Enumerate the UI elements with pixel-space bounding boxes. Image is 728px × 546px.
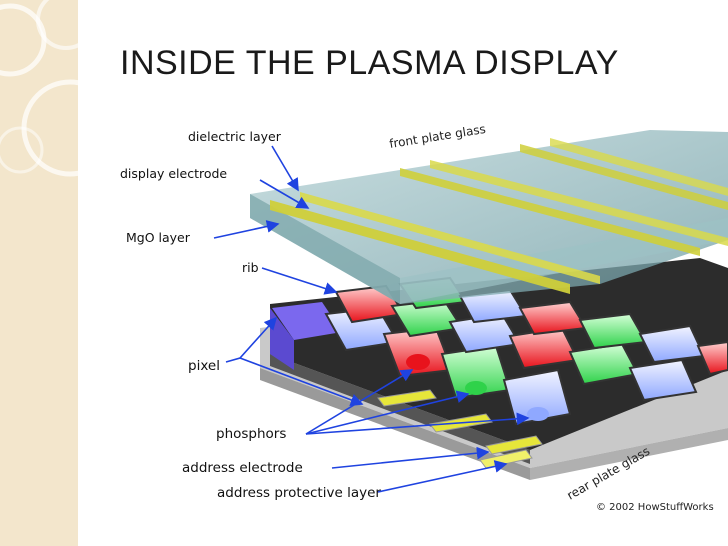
- phosphor-dots: [406, 354, 549, 421]
- address-electrode-label: address electrode: [182, 460, 303, 476]
- display-electrode-label: display electrode: [120, 166, 227, 181]
- plasma-display-diagram: front plate glass rear plate glass diele…: [120, 122, 728, 513]
- arrow-phosphor-blue: [305, 412, 530, 435]
- pixel-label: pixel: [188, 358, 220, 374]
- arrow-address-protective: [377, 460, 508, 493]
- phosphors-label: phosphors: [216, 426, 286, 442]
- address-protective-layer-label: address protective layer: [217, 485, 381, 501]
- display-electrodes: [270, 138, 728, 294]
- sidebar-circles: [0, 0, 78, 177]
- copyright-label: © 2002 HowStuffWorks: [596, 502, 714, 513]
- pixel-cells: [270, 276, 728, 426]
- arrow-dielectric: [271, 145, 299, 192]
- slide-title: INSIDE THE PLASMA DISPLAY: [120, 44, 619, 82]
- arrow-rib: [261, 267, 338, 295]
- front-plate-glass-label: front plate glass: [388, 122, 486, 151]
- arrow-phosphor-green: [305, 390, 470, 435]
- dielectric-layer-label: dielectric layer: [188, 129, 282, 144]
- arrow-pixel-2: [239, 357, 364, 407]
- arrow-address-electrode: [331, 446, 490, 469]
- arrow-display-electrode: [259, 179, 310, 209]
- arrow-phosphor-red: [305, 369, 414, 435]
- callout-arrows: [213, 145, 530, 493]
- mgo-layer-label: MgO layer: [126, 230, 191, 245]
- rib-label: rib: [242, 260, 259, 275]
- arrow-mgo: [213, 220, 280, 239]
- decorative-sidebar: [0, 0, 78, 546]
